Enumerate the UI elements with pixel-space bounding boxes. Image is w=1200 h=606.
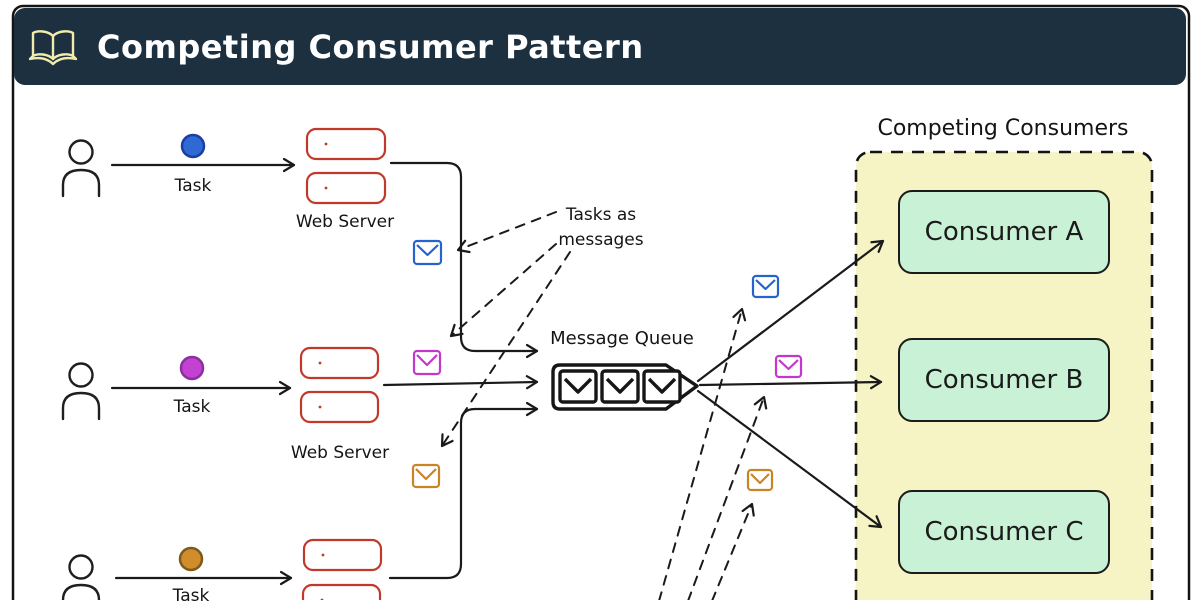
note-line-1: Tasks as <box>565 205 637 225</box>
person-icon <box>61 554 101 600</box>
queue-to-consumer-c-arrow <box>696 389 883 529</box>
competing-consumers-label: Competing Consumers <box>877 116 1129 141</box>
title-bar: Competing Consumer Pattern <box>14 8 1186 85</box>
consumer-b-box: Consumer B <box>898 338 1110 422</box>
queue-messages <box>558 369 682 404</box>
task-message-envelopes <box>411 239 803 492</box>
server-node <box>305 171 387 205</box>
task-dot-blue <box>180 133 206 159</box>
solid-connectors <box>110 157 885 586</box>
queue-message-envelope-icon <box>600 369 640 404</box>
message-queue-label: Message Queue <box>550 328 694 349</box>
task-label-2: Task <box>173 397 211 417</box>
magenta-envelope-icon <box>412 349 442 376</box>
task-dot-orange <box>178 546 204 572</box>
orange-envelope-icon <box>746 468 774 492</box>
person-icon <box>61 362 101 421</box>
server-node <box>305 127 387 161</box>
note-to-blue-envelope-arrow <box>456 211 557 254</box>
server-leds <box>318 142 328 600</box>
queue-message-envelope-icon <box>642 369 682 404</box>
web-server-label-2: Web Server <box>290 443 390 463</box>
task-label-1: Task <box>174 176 212 196</box>
server2-to-queue-arrow <box>382 375 539 390</box>
note-to-orange-envelope-arrow <box>440 251 571 448</box>
server-node <box>299 346 380 380</box>
consumer-a-label: Consumer A <box>924 217 1084 247</box>
consumer-a-box: Consumer A <box>898 190 1110 274</box>
consumer-c-box: Consumer C <box>898 490 1110 574</box>
note-to-magenta-envelope-arrow <box>449 243 557 338</box>
dashed-connectors <box>440 211 768 600</box>
task-dot-magenta <box>179 355 205 381</box>
tasks-as-messages-note: Tasks as messages <box>540 203 662 253</box>
magenta-envelope-icon <box>774 354 803 379</box>
note-line-2: messages <box>558 230 644 250</box>
server1-to-queue-arrow <box>389 161 539 359</box>
web-server-boxes <box>299 127 387 600</box>
consumer-c-label: Consumer C <box>924 517 1084 547</box>
dashed-to-magenta-envelope-arrow <box>687 395 768 600</box>
queue-message-envelope-icon <box>558 369 598 404</box>
user-icons <box>61 139 101 600</box>
task-label-3: Task <box>172 586 210 606</box>
person-icon <box>61 139 101 198</box>
blue-envelope-icon <box>412 239 443 266</box>
server-node <box>302 538 383 572</box>
open-book-icon <box>28 29 78 65</box>
web-server-label-1: Web Server <box>295 212 395 232</box>
content-frame <box>11 4 1191 600</box>
server-node <box>299 390 380 424</box>
dashed-to-orange-envelope-arrow <box>711 502 755 600</box>
queue-to-consumer-b-arrow <box>698 375 883 390</box>
blue-envelope-icon <box>751 274 780 299</box>
queue-to-consumer-a-arrow <box>696 239 885 383</box>
server-node <box>301 583 382 600</box>
page-title: Competing Consumer Pattern <box>97 27 644 66</box>
consumer-b-label: Consumer B <box>924 365 1084 395</box>
server3-to-queue-arrow <box>388 401 539 580</box>
orange-envelope-icon <box>411 463 441 489</box>
dashed-to-blue-envelope-arrow <box>658 307 747 600</box>
